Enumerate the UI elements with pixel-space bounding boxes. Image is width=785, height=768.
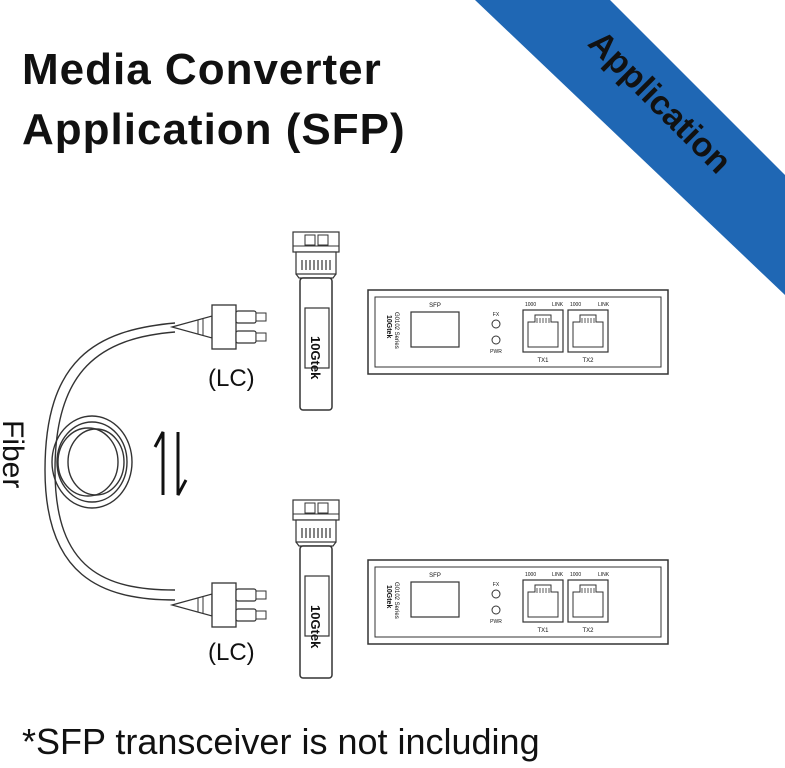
converter-brand-bottom: 10Gtek — [385, 585, 392, 608]
lc-connector-bottom — [171, 582, 267, 628]
media-converter-top: 10Gtek G0102 Series SFP FX PWR 1000 LINK… — [368, 290, 668, 374]
converter-port2-speed-bottom: 1000 — [570, 572, 581, 578]
banner-ribbon — [475, 0, 785, 295]
title-line-1: Media Converter — [22, 45, 382, 94]
converter-brand-top: 10Gtek — [385, 315, 392, 338]
converter-port2-link-top: LINK — [598, 302, 610, 308]
bidirectional-arrows-icon — [153, 431, 188, 496]
media-converter-bottom: 10Gtek G0102 Series SFP FX PWR 1000 LINK… — [368, 560, 668, 644]
footnote: *SFP transceiver is not including — [22, 721, 540, 762]
title-line-2: Application (SFP) — [22, 105, 406, 154]
lc-label-top: (LC) — [208, 365, 255, 392]
converter-port1-speed-top: 1000 — [525, 302, 536, 308]
converter-port2-speed-top: 1000 — [570, 302, 581, 308]
converter-tx2-label-top: TX2 — [582, 358, 594, 364]
sfp-module-top — [292, 231, 340, 411]
converter-series-bottom: G0102 Series — [393, 582, 399, 619]
converter-tx1-label-top: TX1 — [537, 358, 549, 364]
sfp-module-bottom — [292, 499, 340, 679]
fiber-cable — [44, 322, 176, 601]
converter-sfp-label-bottom: SFP — [429, 573, 441, 579]
page-title: Media Converter Application (SFP) — [22, 40, 406, 160]
converter-fx-label-top: FX — [493, 312, 500, 318]
converter-pwr-label-top: PWR — [490, 349, 502, 355]
converter-tx1-label-bottom: TX1 — [537, 628, 549, 634]
lc-connector-top — [171, 304, 267, 350]
converter-port1-speed-bottom: 1000 — [525, 572, 536, 578]
converter-series-top: G0102 Series — [393, 312, 399, 349]
converter-port1-link-top: LINK — [552, 302, 564, 308]
converter-tx2-label-bottom: TX2 — [582, 628, 594, 634]
fiber-label: Fiber — [0, 420, 29, 488]
sfp-brand-top: 10Gtek — [308, 336, 323, 380]
converter-pwr-label-bottom: PWR — [490, 619, 502, 625]
lc-label-bottom: (LC) — [208, 639, 255, 666]
converter-fx-label-bottom: FX — [493, 582, 500, 588]
converter-port1-link-bottom: LINK — [552, 572, 564, 578]
converter-sfp-label-top: SFP — [429, 303, 441, 309]
converter-port2-link-bottom: LINK — [598, 572, 610, 578]
sfp-brand-bottom: 10Gtek — [308, 605, 323, 649]
